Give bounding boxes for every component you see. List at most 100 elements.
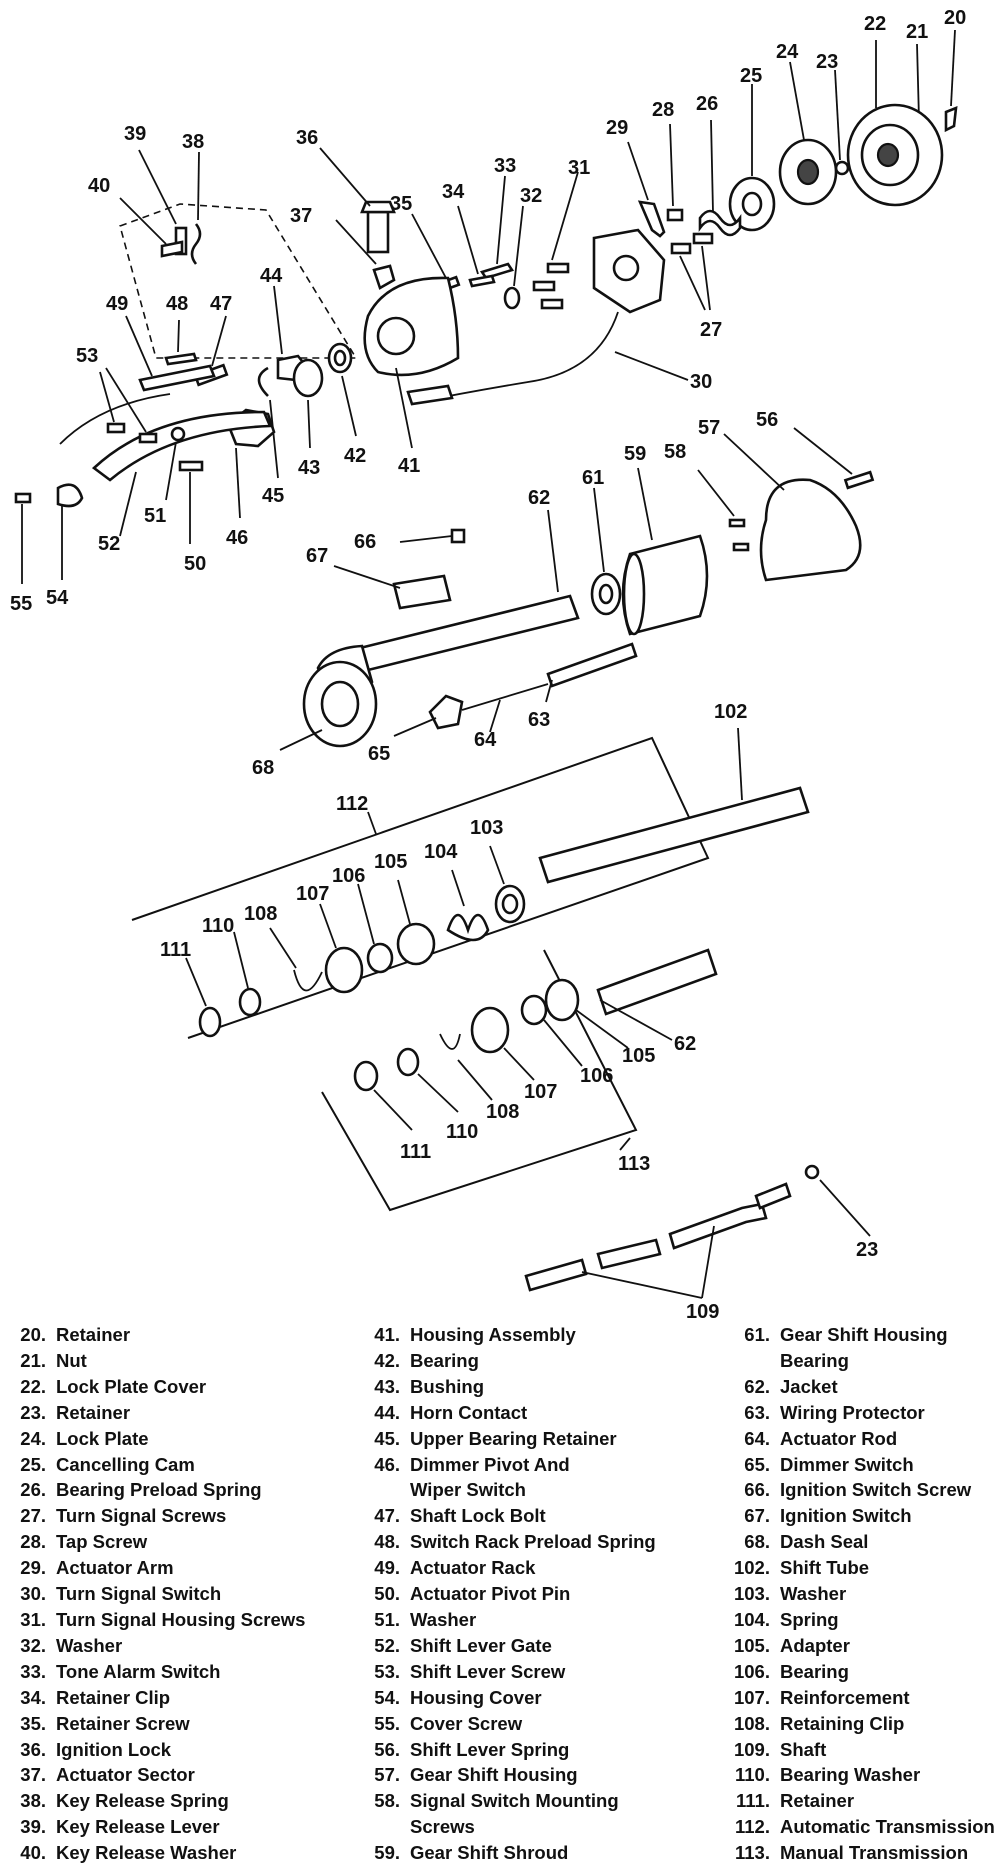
turn-signal-screws-27-part xyxy=(670,232,714,311)
legend-item-number xyxy=(358,1814,400,1840)
manual-transmission-113-group xyxy=(321,949,638,1212)
legend-item-label: Nut xyxy=(56,1349,87,1371)
bushing-43-part xyxy=(292,358,324,449)
callout-43: 43 xyxy=(298,457,320,479)
legend-item: 106.Bearing xyxy=(724,1659,1008,1685)
legend-item-number: 45. xyxy=(374,1427,400,1449)
ignition-switch-screw-66-part xyxy=(399,528,466,544)
legend-item-label: Manual Transmission xyxy=(780,1842,969,1864)
legend-item: 27.Turn Signal Screws xyxy=(4,1503,356,1529)
legend-item-label: Bearing xyxy=(780,1349,849,1371)
legend-item-number: 56. xyxy=(374,1738,400,1760)
actuator-arm-29-part xyxy=(627,141,666,238)
legend-item: 43.Bushing xyxy=(358,1374,718,1400)
legend-item: 113.Manual Transmission xyxy=(724,1840,1008,1866)
legend-item-label: Tone Alarm Switch xyxy=(56,1660,221,1682)
legend-item: 31.Turn Signal Housing Screws xyxy=(4,1607,356,1633)
callout-27: 27 xyxy=(700,319,722,341)
legend-item-label: Wiper Switch xyxy=(410,1479,526,1501)
legend-item: 103.Washer xyxy=(724,1581,1008,1607)
callout-53: 53 xyxy=(76,345,98,367)
legend-item-number: 58. xyxy=(374,1790,400,1812)
legend-item-number: 62. xyxy=(744,1375,770,1397)
retainer-111-upper-part xyxy=(185,957,222,1038)
legend-item: 37.Actuator Sector xyxy=(4,1762,356,1788)
callout-67: 67 xyxy=(306,545,328,567)
legend-item-number: 23. xyxy=(20,1401,46,1423)
ignition-lock-36-part xyxy=(319,147,396,254)
legend-item-label: Jacket xyxy=(780,1375,838,1397)
legend-item-number: 25. xyxy=(20,1453,46,1475)
callout-23a: 23 xyxy=(816,51,838,73)
bearing-106-lower-part xyxy=(520,994,583,1067)
callout-49: 49 xyxy=(106,293,128,315)
legend-item-label: Dash Seal xyxy=(780,1531,869,1553)
housing-cover-54-part xyxy=(56,483,84,580)
legend-item-number: 24. xyxy=(20,1427,46,1449)
legend-item: 44.Horn Contact xyxy=(358,1400,718,1426)
callout-63: 63 xyxy=(528,709,550,731)
legend-item-number: 33. xyxy=(20,1660,46,1682)
shift-lever-spring-56-part xyxy=(793,427,875,490)
retainer-111-lower-part xyxy=(353,1060,413,1131)
legend-item-number: 110. xyxy=(735,1764,770,1786)
legend-item-number: 44. xyxy=(374,1401,400,1423)
legend-item: 33. Tone Alarm Switch xyxy=(4,1659,356,1685)
callout-103: 103 xyxy=(470,817,503,839)
legend-item-number: 43. xyxy=(374,1375,400,1397)
spring-104-part xyxy=(446,869,490,942)
legend-item-number: 28. xyxy=(20,1531,46,1553)
bearing-washer-110-lower-part xyxy=(396,1047,459,1113)
legend-item: 52.Shift Lever Gate xyxy=(358,1633,718,1659)
legend-item-label: Reinforcement xyxy=(780,1686,910,1708)
legend-item-number: 59. xyxy=(374,1842,400,1864)
dash-seal-68-part xyxy=(279,660,378,751)
retaining-clip-108-upper-part xyxy=(269,927,323,992)
adapter-105-lower-part xyxy=(544,978,629,1049)
legend-item-label: Actuator Rack xyxy=(410,1557,536,1579)
legend-item-number: 107. xyxy=(733,1686,770,1708)
legend-item: 35.Retainer Screw xyxy=(4,1711,356,1737)
legend-item-label: Switch Rack Preload Spring xyxy=(410,1531,656,1553)
retainer-clip-34-part xyxy=(457,205,496,288)
legend-item: 32.Washer xyxy=(4,1633,356,1659)
gear-shift-housing-bearing-61-part xyxy=(590,487,622,616)
legend-item: 38.Key Release Spring xyxy=(4,1788,356,1814)
callout-52: 52 xyxy=(98,533,120,555)
legend-item-label: Turn Signal Switch xyxy=(56,1583,222,1605)
jacket-62-lower-part xyxy=(596,948,718,1041)
legend-item: 30.Turn Signal Switch xyxy=(4,1581,356,1607)
legend-item-label: Gear Shift Housing xyxy=(780,1324,948,1345)
legend-item: 68.Dash Seal xyxy=(724,1529,1008,1555)
legend-item-number: 106. xyxy=(733,1660,770,1682)
legend-item-label: Ignition Switch xyxy=(780,1505,912,1527)
legend-item-label: Actuator Sector xyxy=(56,1764,195,1786)
legend-item-number: 31. xyxy=(20,1608,46,1630)
legend-item-number: 39. xyxy=(20,1816,46,1838)
legend-item: 47.Shaft Lock Bolt xyxy=(358,1503,718,1529)
washer-103-part xyxy=(489,845,526,924)
legend-item-number: 104. xyxy=(733,1608,770,1630)
legend-item: 55.Cover Screw xyxy=(358,1711,718,1737)
wiring-protector-63-part xyxy=(545,642,638,703)
legend-item-label: Retainer Screw xyxy=(56,1712,190,1734)
legend-item: 34.Retainer Clip xyxy=(4,1685,356,1711)
legend-item-label: Upper Bearing Retainer xyxy=(410,1427,617,1449)
exploded-steering-column-diagram: 20 21 22 23 24 25 26 28 29 31 32 33 34 3… xyxy=(10,7,966,1320)
callout-59: 59 xyxy=(624,443,646,465)
callout-66: 66 xyxy=(354,531,376,553)
callout-37: 37 xyxy=(290,205,312,227)
legend-item-label: Washer xyxy=(410,1608,477,1630)
legend-item-label: Retainer xyxy=(56,1324,131,1345)
callout-20: 20 xyxy=(944,7,966,29)
bearing-washer-110-upper-part xyxy=(233,931,262,1017)
legend-item-label: Automatic Transmission xyxy=(780,1816,995,1838)
legend-item-number: 42. xyxy=(374,1349,400,1371)
legend-item-number: 50. xyxy=(374,1583,400,1605)
legend-item-number: 40. xyxy=(20,1842,46,1864)
dimmer-switch-65-part xyxy=(393,694,464,737)
callout-23b: 23 xyxy=(856,1239,878,1261)
legend-item: 51.Washer xyxy=(358,1607,718,1633)
legend-item: 21.Nut xyxy=(4,1348,356,1374)
callout-30: 30 xyxy=(690,371,712,393)
